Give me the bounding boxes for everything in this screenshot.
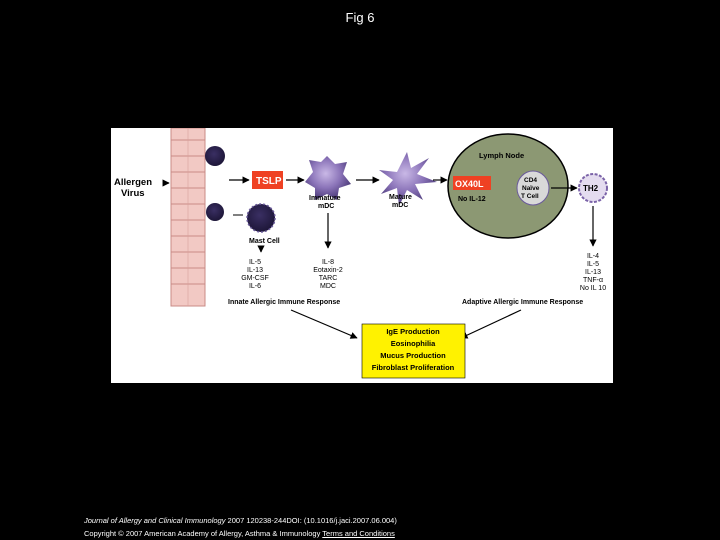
no-il12-label: No IL-12 <box>458 196 486 203</box>
mast-cell-icon <box>246 203 276 233</box>
copyright-text: Copyright © 2007 American Academy of All… <box>84 529 323 538</box>
th2-cytokine: IL-13 <box>585 269 601 276</box>
ox40l-box <box>453 176 491 190</box>
mast-cytokine: GM-CSF <box>241 275 269 282</box>
epithelial-dendritic-cell <box>205 146 225 166</box>
mature-label: Mature <box>389 194 412 201</box>
mast-cytokine: IL-6 <box>249 283 261 290</box>
mast-cell-label: Mast Cell <box>249 238 280 245</box>
mdc-cytokine: TARC <box>319 275 338 282</box>
mdc-cytokine: MDC <box>320 283 336 290</box>
immature-mdc-icon <box>305 156 351 200</box>
th2-cytokine: IL-4 <box>587 253 599 260</box>
terms-link[interactable]: Terms and Conditions <box>322 529 395 538</box>
immature-mdc-label: mDC <box>318 203 334 210</box>
epithelial-dendritic-cell <box>206 203 224 221</box>
cd4-label: CD4 <box>524 177 537 184</box>
immature-label: Immature <box>309 195 341 202</box>
mature-mdc-icon <box>379 152 437 206</box>
lymph-node-label: Lymph Node <box>479 151 524 160</box>
mast-cytokine: IL-13 <box>247 267 263 274</box>
journal-name: Journal of Allergy and Clinical Immunolo… <box>84 516 226 525</box>
t-cell-label: T Cell <box>521 193 539 200</box>
allergy-pathway-diagram: Allergen Virus TSLP Mast Cell Immature m… <box>114 128 608 379</box>
cd4-naive-t-cell <box>516 170 550 206</box>
citation-line: Journal of Allergy and Clinical Immunolo… <box>84 514 397 527</box>
allergen-label: Allergen <box>114 177 152 188</box>
naive-label: Naïve <box>522 185 540 192</box>
epithelium <box>170 128 206 307</box>
virus-label: Virus <box>121 188 145 199</box>
ox40l-label: OX40L <box>455 179 484 189</box>
outcomes-box <box>361 323 466 379</box>
mature-mdc-label: mDC <box>392 202 408 209</box>
th2-label: TH2 <box>583 184 599 193</box>
tslp-label: TSLP <box>256 176 282 187</box>
th2-cytokine: IL-5 <box>587 261 599 268</box>
adaptive-response-label: Adaptive Allergic Immune Response <box>462 299 583 306</box>
outcome-item: Fibroblast Proliferation <box>372 363 455 372</box>
th2-cell-icon <box>578 173 608 203</box>
th2-cytokine: No IL 10 <box>580 285 606 292</box>
lymph-node <box>447 133 569 239</box>
innate-response-label: Innate Allergic Immune Response <box>228 299 340 306</box>
outcome-item: IgE Production <box>386 327 440 336</box>
slide-title: Fig 6 <box>345 10 375 25</box>
th2-cytokine: TNF-α <box>583 277 603 284</box>
mdc-cytokine: IL-8 <box>322 259 334 266</box>
citation-footer: Journal of Allergy and Clinical Immunolo… <box>84 514 397 540</box>
mdc-cytokine: Eotaxin-2 <box>313 267 343 274</box>
mast-cytokine: IL-5 <box>249 259 261 266</box>
outcome-item: Eosinophilia <box>391 339 436 348</box>
outcome-item: Mucus Production <box>380 351 446 360</box>
citation-text: 2007 120238-244DOI: (10.1016/j.jaci.2007… <box>225 516 397 525</box>
figure-image: Allergen Virus TSLP Mast Cell Immature m… <box>111 128 613 383</box>
copyright-line: Copyright © 2007 American Academy of All… <box>84 527 397 540</box>
tslp-box <box>252 171 283 189</box>
